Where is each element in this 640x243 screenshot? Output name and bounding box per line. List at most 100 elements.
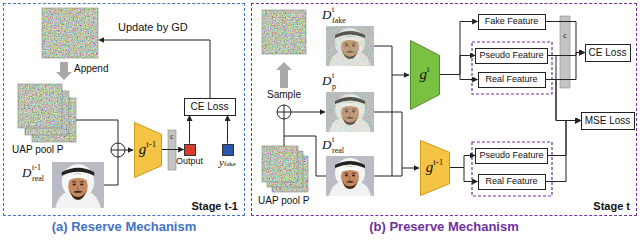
feature-box: Pseudo Feature	[475, 48, 548, 64]
connector-arrow	[440, 22, 478, 75]
subscript: real	[332, 147, 344, 155]
subscript: fake	[332, 17, 346, 25]
add-symbol	[277, 105, 291, 119]
wire	[284, 136, 285, 146]
pool-label: UAP pool P	[258, 196, 310, 206]
data-symbol: D	[322, 138, 331, 151]
face-image	[326, 26, 374, 66]
loss-box: MSE Loss	[581, 112, 635, 130]
uap-noise	[42, 8, 98, 58]
loss-box: CE Loss	[585, 44, 631, 62]
feature-label: Pseudo Feature	[479, 151, 543, 160]
superscript: t	[332, 72, 334, 80]
trapezoid-shape	[410, 40, 439, 109]
wire	[104, 157, 118, 185]
feature-label: Pseudo Feature	[479, 51, 543, 60]
loss-label: CE Loss	[589, 48, 627, 58]
target-square: yfake	[222, 144, 234, 156]
connector-arrow	[546, 80, 581, 121]
feature-box: Fake Feature	[478, 14, 546, 30]
loss-label: MSE Loss	[585, 116, 631, 126]
target-symbol: y	[219, 157, 224, 168]
wire	[392, 75, 409, 76]
connector-arrow	[440, 75, 478, 80]
wire	[374, 46, 392, 176]
connector-arrow	[548, 56, 581, 121]
add-symbol	[111, 143, 125, 157]
connector-arrow	[189, 116, 190, 144]
concat-symbol: c	[170, 133, 174, 141]
generator-symbol: g	[139, 142, 147, 157]
noise-overlay	[326, 26, 374, 66]
loss-label: CE Loss	[191, 102, 229, 112]
trapezoid-shape	[134, 122, 161, 177]
feature-box: Real Feature	[478, 174, 546, 190]
uap-noise	[262, 10, 306, 54]
data-symbol: D	[322, 74, 331, 87]
connector-arrow	[450, 156, 476, 168]
face-image	[326, 92, 374, 132]
update-line	[99, 40, 210, 98]
group-bracket	[472, 142, 552, 196]
image-frame	[262, 146, 298, 182]
feature-label: Real Feature	[485, 177, 537, 186]
panel-caption: (a) Reserve Mechanism	[4, 220, 244, 233]
output-square: Output	[184, 144, 196, 156]
image-frame	[262, 10, 306, 54]
wire	[402, 168, 419, 169]
connector-arrow	[546, 121, 581, 182]
superscript: t	[332, 6, 334, 14]
stage-panel: (a) Reserve MechanismStage t-1gt-1CE Los…	[3, 3, 245, 216]
wire	[76, 120, 118, 143]
trapezoid-outline	[420, 140, 450, 196]
connector-arrow	[227, 116, 228, 144]
feature-label: Fake Feature	[485, 17, 539, 26]
generator-symbol: g	[419, 67, 427, 82]
label-holder: Output	[176, 157, 203, 166]
connector-arrow	[548, 121, 581, 156]
connector-arrow	[546, 53, 585, 80]
pool-label: UAP pool P	[12, 145, 64, 155]
data-symbol: D	[322, 8, 331, 21]
wire	[291, 112, 325, 113]
annotation: Sample	[267, 90, 301, 100]
connector-arrow	[450, 168, 478, 182]
superscript: t	[427, 65, 430, 74]
append-arrow	[56, 62, 72, 80]
group-bracket	[472, 42, 552, 94]
superscript: t-1	[32, 164, 41, 172]
uap-noise	[262, 146, 298, 182]
stage-label: Stage t-1	[192, 201, 238, 212]
connector-arrow	[546, 22, 585, 53]
annotation: Update by GD	[118, 22, 188, 33]
noise-overlay	[326, 92, 374, 132]
feature-label: Real Feature	[485, 75, 537, 84]
generator-symbol: g	[426, 160, 434, 175]
stage-panel: (b) Preserve MechanismStage tgtgt-1Fake …	[251, 3, 637, 216]
add-symbol	[111, 143, 125, 157]
connector-arrow	[162, 149, 184, 150]
wire	[374, 112, 402, 176]
wire	[284, 119, 326, 176]
panel-caption: (b) Preserve Mechanism	[252, 220, 636, 233]
stage-label: Stage t	[593, 201, 630, 212]
connector-arrow	[440, 56, 476, 75]
subscript: p	[332, 83, 336, 91]
image-frame	[42, 8, 98, 58]
generator-trapezoid: gt	[410, 40, 440, 110]
data-symbol: D	[22, 166, 31, 179]
generator-trapezoid: gt-1	[420, 140, 450, 196]
trapezoid-shape	[420, 140, 449, 195]
generator-trapezoid: gt-1	[134, 122, 162, 178]
concat-bar	[560, 16, 570, 88]
annotation: Append	[74, 64, 108, 74]
image-frame	[18, 84, 62, 128]
loss-box: CE Loss	[184, 98, 236, 116]
feature-box: Real Feature	[478, 72, 546, 88]
label-holder: yfake	[219, 157, 236, 168]
face-image	[52, 162, 104, 208]
output-label: Output	[176, 157, 203, 166]
trapezoid-outline	[134, 122, 162, 178]
